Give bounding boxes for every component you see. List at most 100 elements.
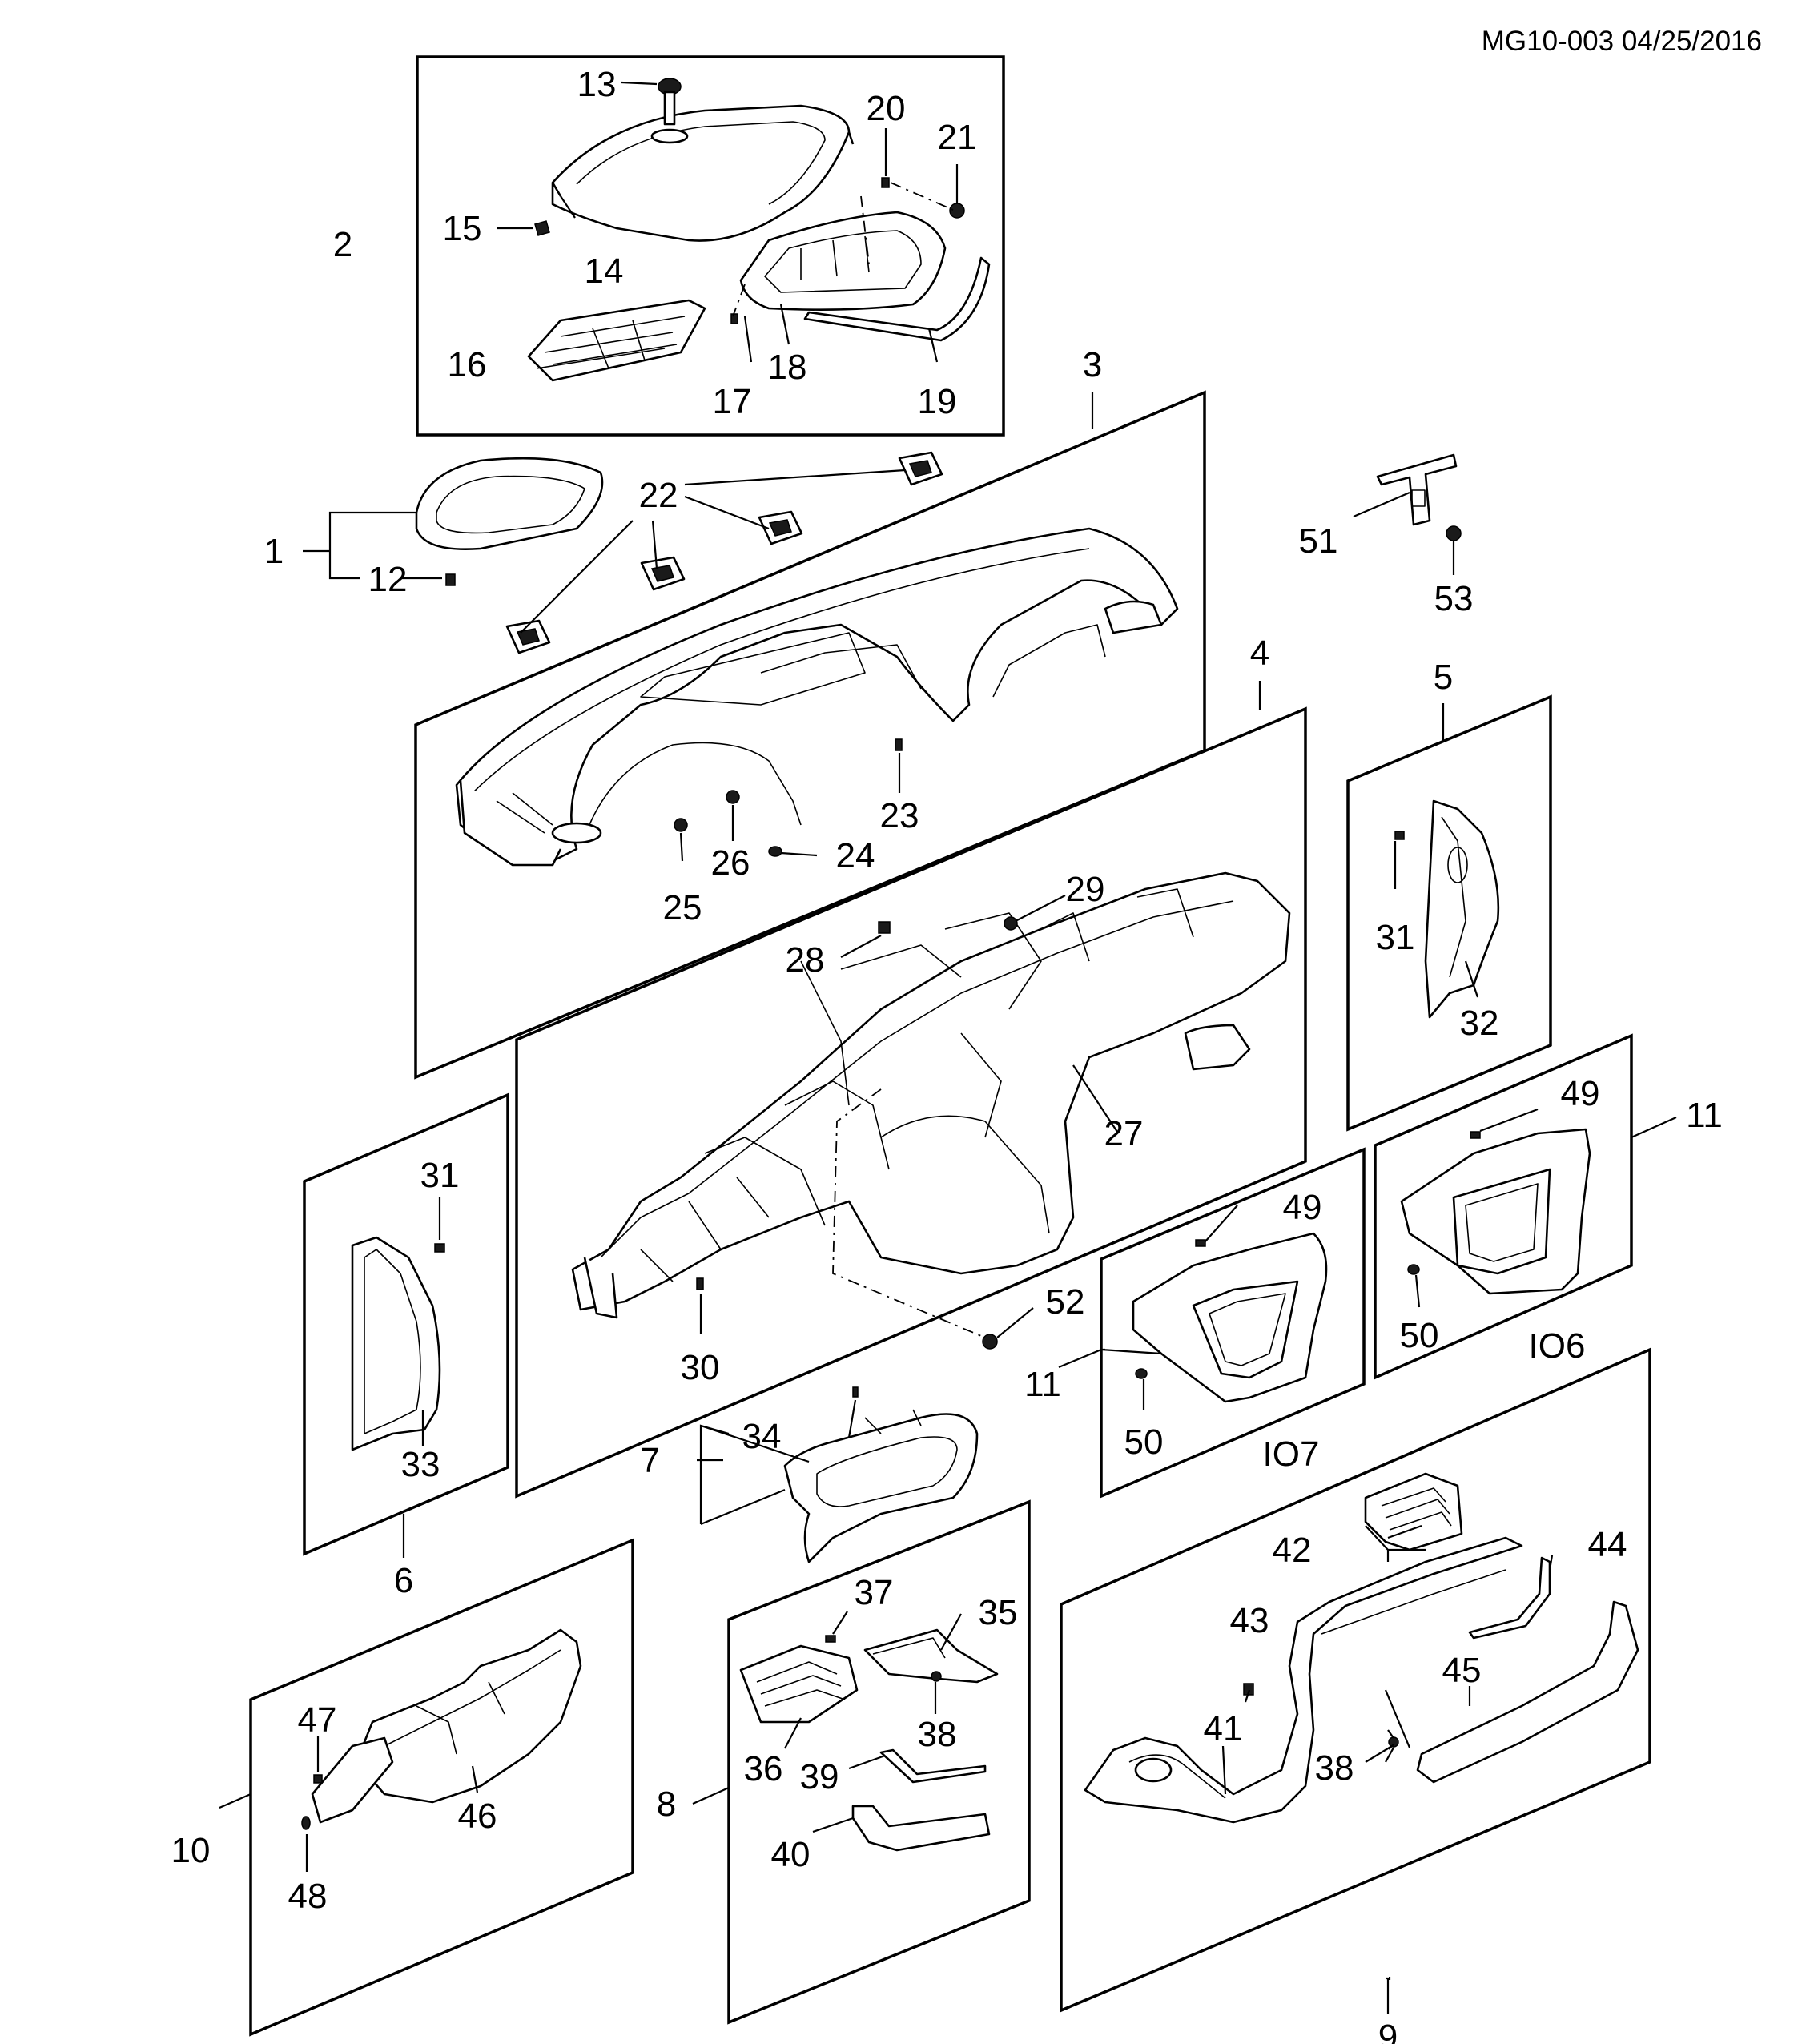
part-51-bracket (1376, 453, 1458, 526)
part-17-screw (730, 313, 738, 324)
part-13-clip (650, 78, 689, 144)
part-36-air-vent (739, 1644, 859, 1724)
callout-8: 8 (657, 1784, 676, 1824)
callout-2: 2 (333, 225, 352, 264)
part-53-nut (1446, 525, 1462, 541)
callout-21: 21 (938, 118, 977, 157)
panel-11-io6-center-bezel (1374, 1033, 1677, 1380)
part-49-clip-io6 (1470, 1131, 1481, 1139)
part-48-screw (301, 1816, 311, 1830)
part-23-clip (895, 738, 903, 751)
part-49-clip-io7 (1195, 1239, 1206, 1247)
callout-14: 14 (585, 251, 624, 291)
callout-19: 19 (918, 382, 957, 421)
panel-8-left-vent-assembly (692, 1499, 1031, 2025)
part-40-lower-trim (851, 1805, 991, 1852)
part-12-clip (445, 573, 456, 586)
part-44-trim-strip (1468, 1556, 1551, 1640)
part-45-trim-strip (1416, 1600, 1639, 1784)
callout-49-io6: 49 (1561, 1074, 1600, 1113)
variant-io7-label: IO7 (1263, 1434, 1320, 1474)
callout-50-io7: 50 (1124, 1422, 1164, 1462)
callout-28: 28 (786, 940, 825, 980)
callout-29: 29 (1066, 870, 1105, 909)
callout-45: 45 (1442, 1651, 1482, 1690)
callout-52: 52 (1046, 1282, 1085, 1322)
callout-labels: 1 2 3 4 5 6 7 8 9 10 11 11 12 13 14 15 1… (171, 65, 1723, 2044)
callout-27: 27 (1104, 1114, 1144, 1153)
callout-11-io6: 11 (1686, 1096, 1723, 1135)
panel-3-instrument-panel-upper (303, 390, 1462, 1080)
part-29-nut (1004, 916, 1018, 931)
callout-22: 22 (639, 476, 678, 515)
part-11-io7-bezel (1132, 1232, 1328, 1403)
callout-33: 33 (401, 1445, 440, 1484)
callout-39: 39 (800, 1757, 839, 1797)
part-16-grille (527, 299, 706, 382)
part-31-clip-right (1394, 831, 1405, 840)
callout-38-right: 38 (1315, 1748, 1354, 1788)
callout-6: 6 (394, 1561, 413, 1600)
callout-18: 18 (768, 348, 807, 387)
panel-4-instrument-panel-carrier (515, 681, 1307, 1499)
part-46-knee-bolster (311, 1628, 582, 1824)
callout-46: 46 (458, 1797, 497, 1836)
callout-53: 53 (1434, 579, 1474, 618)
part-27-carrier (571, 871, 1291, 1319)
callout-11-io7: 11 (1024, 1365, 1061, 1404)
callout-41: 41 (1204, 1709, 1243, 1748)
part-37-clip (825, 1635, 836, 1643)
callout-25: 25 (663, 888, 702, 927)
panel-2-upper-trim-assembly (416, 55, 1005, 437)
callout-10: 10 (171, 1831, 211, 1870)
part-21-nut (949, 203, 965, 219)
part-20-clip (881, 177, 890, 188)
callout-36: 36 (744, 1749, 783, 1788)
part-33-side-trim (351, 1236, 441, 1451)
panel-11-io7-center-bezel (1058, 1147, 1366, 1499)
callout-17: 17 (713, 382, 752, 421)
callout-9: 9 (1378, 2018, 1398, 2044)
part-1-speaker-cover (415, 457, 604, 550)
callout-42: 42 (1273, 1531, 1312, 1570)
callout-47: 47 (298, 1700, 337, 1740)
callout-48: 48 (288, 1877, 328, 1916)
callout-30: 30 (681, 1348, 720, 1387)
callout-23: 23 (880, 796, 919, 835)
callout-51: 51 (1299, 521, 1338, 561)
part-47-clip (313, 1774, 323, 1784)
part-22-defroster-vents (505, 451, 943, 654)
variant-io6-label: IO6 (1529, 1326, 1586, 1366)
part-31-clip-left (434, 1243, 445, 1253)
callout-50-io6: 50 (1400, 1316, 1439, 1355)
part-41-trim-panel (1084, 1536, 1523, 1824)
part-52-nut (982, 1334, 998, 1350)
part-28-clip (878, 921, 891, 934)
part-38-screw-left (931, 1671, 942, 1682)
part-50-screw-io7 (1135, 1368, 1148, 1379)
callout-31-right: 31 (1376, 918, 1415, 957)
part-18-cluster-bezel (739, 211, 947, 311)
callout-38-left: 38 (918, 1715, 957, 1754)
part-3-upper-panel-body (455, 527, 1179, 867)
callout-37: 37 (855, 1573, 894, 1612)
callout-34: 34 (742, 1417, 782, 1456)
part-39-trim-strip (879, 1748, 987, 1784)
panel-6-side-trim (303, 1092, 509, 1558)
callout-5: 5 (1434, 658, 1453, 697)
part-19-trim-strip (803, 256, 991, 342)
part-14-upper-cover (551, 104, 855, 242)
part-35-applique (863, 1628, 999, 1684)
part-42-air-vent (1364, 1472, 1463, 1551)
callout-24: 24 (836, 836, 875, 875)
callout-26: 26 (711, 843, 750, 883)
panel-9-right-trim-assembly (1060, 1347, 1651, 2014)
part-24-screw (768, 846, 782, 857)
drawing-reference: MG10-003 04/25/2016 (1482, 26, 1762, 57)
panel-9-frame (1060, 1347, 1651, 2013)
callout-3: 3 (1083, 345, 1102, 384)
panel-8-frame (727, 1499, 1031, 2025)
callout-32: 32 (1460, 1004, 1499, 1043)
part-50-screw-io6 (1407, 1264, 1420, 1275)
callout-43: 43 (1230, 1601, 1269, 1640)
